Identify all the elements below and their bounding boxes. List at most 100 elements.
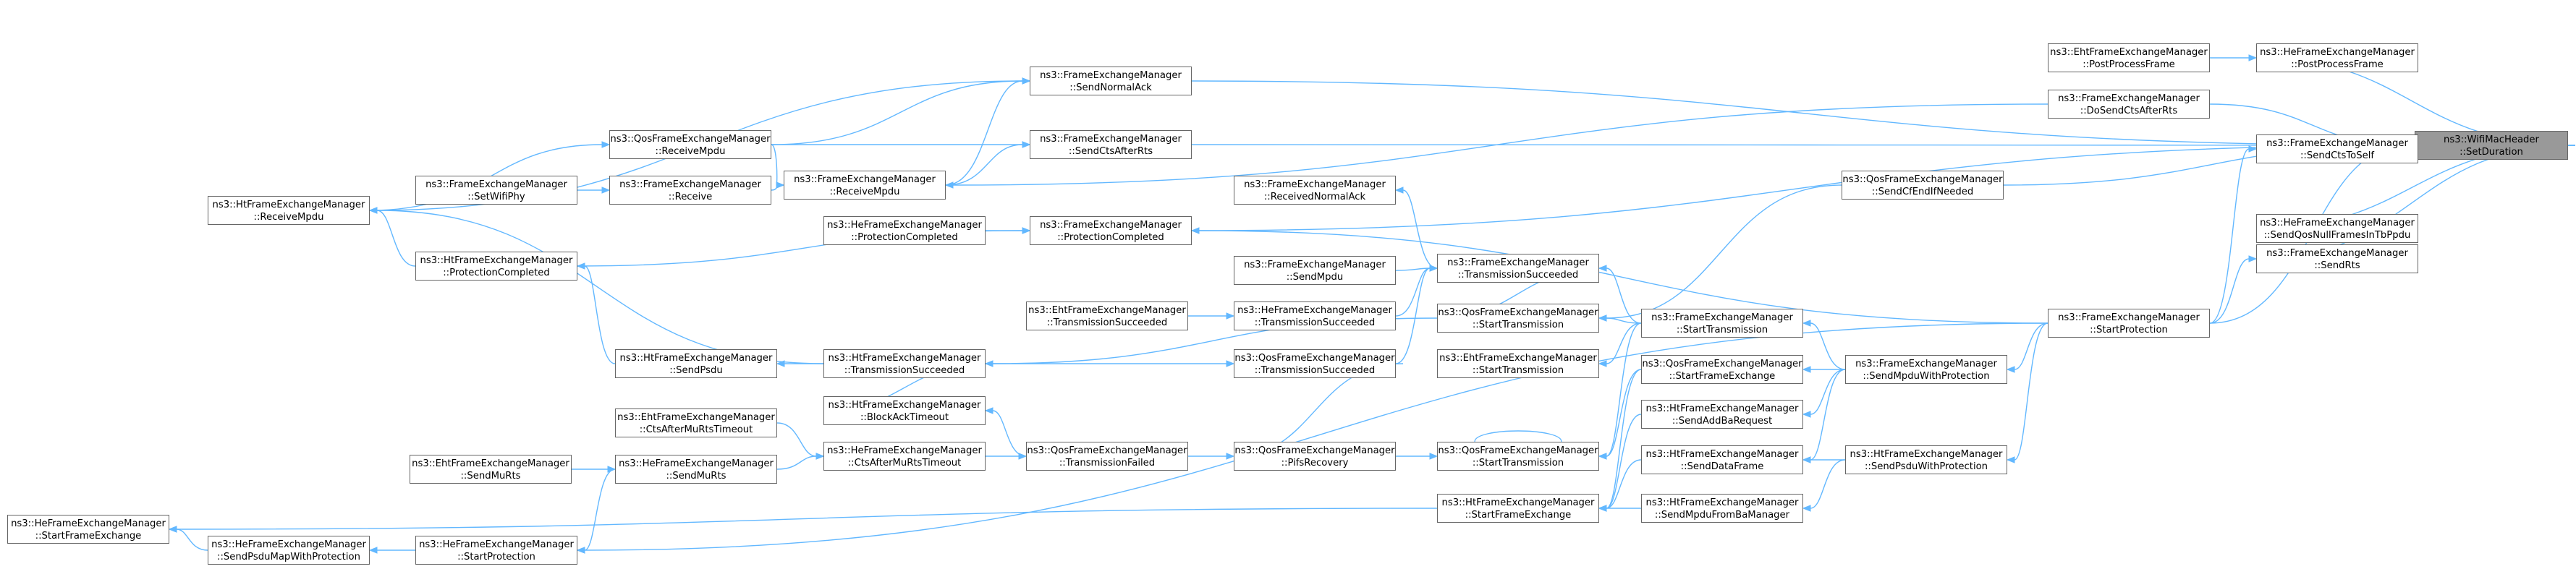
node-label-line2: ::ReceiveMpdu	[829, 187, 900, 197]
graph-node[interactable]: ns3::HeFrameExchangeManager::CtsAfterMuR…	[823, 442, 986, 471]
call-edge	[2014, 322, 2048, 461]
graph-node-root[interactable]: ns3::WifiMacHeader::SetDuration	[2415, 131, 2568, 160]
edge-arrowhead	[1802, 411, 1811, 418]
edge-arrowhead	[2006, 456, 2015, 463]
edge-arrowhead	[1226, 312, 1235, 320]
node-label-line1: ns3::HtFrameExchangeManager	[828, 353, 981, 364]
graph-node[interactable]: ns3::HtFrameExchangeManager::SendDataFra…	[1641, 445, 1803, 474]
edge-arrowhead	[1598, 505, 1607, 512]
node-label-line1: ns3::HtFrameExchangeManager	[1645, 403, 1799, 414]
graph-node[interactable]: ns3::HtFrameExchangeManager::StartFrameE…	[1437, 494, 1599, 523]
node-label-line1: ns3::FrameExchangeManager	[2266, 248, 2408, 259]
call-edge	[376, 210, 824, 364]
graph-node[interactable]: ns3::FrameExchangeManager::DoSendCtsAfte…	[2048, 90, 2210, 119]
graph-node[interactable]: ns3::FrameExchangeManager::SendMpdu	[1234, 256, 1396, 285]
graph-node[interactable]: ns3::HeFrameExchangeManager::SendPsduMap…	[208, 536, 370, 565]
call-edge	[1606, 459, 1642, 509]
graph-node[interactable]: ns3::HeFrameExchangeManager::StartProtec…	[415, 536, 577, 565]
graph-node[interactable]: ns3::HtFrameExchangeManager::SendPsdu	[615, 349, 777, 378]
graph-node[interactable]: ns3::QosFrameExchangeManager::Transmissi…	[1026, 442, 1188, 471]
graph-node[interactable]: ns3::QosFrameExchangeManager::Transmissi…	[1234, 349, 1396, 378]
node-label-line2: ::BlockAckTimeout	[860, 412, 949, 423]
edge-arrowhead	[1022, 141, 1031, 148]
graph-node[interactable]: ns3::HtFrameExchangeManager::SendPsduWit…	[1845, 445, 2007, 474]
graph-node[interactable]: ns3::HtFrameExchangeManager::BlockAckTim…	[823, 396, 986, 425]
graph-node[interactable]: ns3::HeFrameExchangeManager::StartFrameE…	[7, 515, 169, 544]
node-label-line1: ns3::QosFrameExchangeManager	[1234, 445, 1395, 456]
node-label-line1: ns3::FrameExchangeManager	[619, 179, 761, 190]
node-label-line1: ns3::HeFrameExchangeManager	[211, 539, 366, 550]
graph-node[interactable]: ns3::HtFrameExchangeManager::Transmissio…	[823, 349, 986, 378]
graph-node[interactable]: ns3::FrameExchangeManager::StartTransmis…	[1641, 309, 1803, 338]
node-label-line1: ns3::FrameExchangeManager	[2266, 138, 2408, 149]
graph-node[interactable]: ns3::FrameExchangeManager::SendCtsAfterR…	[1030, 130, 1192, 159]
graph-node[interactable]: ns3::HtFrameExchangeManager::SendMpduFro…	[1641, 494, 1803, 523]
node-label-line2: ::ProtectionCompleted	[443, 268, 550, 278]
graph-node[interactable]: ns3::FrameExchangeManager::ProtectionCom…	[1030, 216, 1192, 245]
edge-arrowhead	[601, 187, 611, 194]
call-edge	[1191, 145, 2408, 231]
graph-node[interactable]: ns3::QosFrameExchangeManager::StartTrans…	[1437, 304, 1599, 333]
call-edge	[1198, 230, 2048, 324]
node-label-line2: ::SendRts	[2314, 260, 2360, 271]
graph-node[interactable]: ns3::FrameExchangeManager::StartProtecti…	[2048, 309, 2210, 338]
node-label-line1: ns3::HtFrameExchangeManager	[619, 353, 773, 364]
node-label-line2: ::SendAddBaRequest	[1672, 416, 1773, 427]
call-edge	[1810, 322, 1846, 370]
node-label-line2: ::ReceiveMpdu	[253, 212, 324, 223]
call-edge	[2014, 322, 2048, 370]
graph-node[interactable]: ns3::HeFrameExchangeManager::Transmissio…	[1234, 301, 1396, 330]
call-edge	[2209, 148, 2250, 324]
graph-node[interactable]: ns3::HeFrameExchangeManager::SendMuRts	[615, 455, 777, 484]
edge-arrowhead	[2248, 255, 2258, 262]
node-label-line2: ::SendCfEndIfNeeded	[1871, 187, 1974, 197]
node-label-line1: ns3::FrameExchangeManager	[1447, 257, 1589, 268]
graph-node[interactable]: ns3::FrameExchangeManager::SendNormalAck	[1030, 67, 1192, 95]
node-label-line1: ns3::HtFrameExchangeManager	[1850, 449, 2003, 460]
graph-node[interactable]: ns3::QosFrameExchangeManager::StartFrame…	[1641, 355, 1803, 384]
node-label-line2: ::SendQosNullFramesInTbPpdu	[2263, 230, 2411, 241]
node-label-line1: ns3::WifiMacHeader	[2444, 134, 2539, 145]
edge-arrowhead	[2006, 366, 2015, 373]
graph-node[interactable]: ns3::FrameExchangeManager::Receive	[609, 176, 771, 205]
graph-node[interactable]: ns3::FrameExchangeManager::SendRts	[2256, 244, 2418, 273]
call-edge	[1606, 414, 1642, 509]
graph-node[interactable]: ns3::EhtFrameExchangeManager::Transmissi…	[1026, 301, 1188, 330]
graph-node[interactable]: ns3::FrameExchangeManager::SendMpduWithP…	[1845, 355, 2007, 384]
graph-node[interactable]: ns3::EhtFrameExchangeManager::CtsAfterMu…	[615, 408, 777, 437]
call-edge	[771, 144, 778, 186]
node-label-line1: ns3::FrameExchangeManager	[2058, 93, 2200, 104]
graph-node[interactable]: ns3::EhtFrameExchangeManager::StartTrans…	[1437, 349, 1599, 378]
graph-node[interactable]: ns3::HtFrameExchangeManager::ReceiveMpdu	[208, 196, 370, 225]
graph-node[interactable]: ns3::QosFrameExchangeManager::StartTrans…	[1437, 442, 1599, 471]
graph-node[interactable]: ns3::HtFrameExchangeManager::ProtectionC…	[415, 252, 577, 281]
graph-node[interactable]: ns3::FrameExchangeManager::SetWifiPhy	[415, 176, 577, 205]
node-label-line1: ns3::EhtFrameExchangeManager	[1028, 305, 1186, 316]
graph-node[interactable]: ns3::FrameExchangeManager::SendCtsToSelf	[2256, 134, 2418, 163]
node-label-line2: ::ReceiveMpdu	[655, 146, 726, 157]
node-label-line2: ::TransmissionSucceeded	[1046, 317, 1168, 328]
graph-node[interactable]: ns3::HeFrameExchangeManager::ProtectionC…	[823, 216, 986, 245]
node-label-line1: ns3::EhtFrameExchangeManager	[1439, 353, 1597, 364]
node-label-line1: ns3::FrameExchangeManager	[1244, 179, 1386, 190]
graph-node[interactable]: ns3::QosFrameExchangeManager::SendCfEndI…	[1842, 171, 2004, 200]
graph-node[interactable]: ns3::HeFrameExchangeManager::SendQosNull…	[2256, 214, 2418, 243]
edge-arrowhead	[1802, 320, 1811, 327]
graph-node[interactable]: ns3::QosFrameExchangeManager::PifsRecove…	[1234, 442, 1396, 471]
edge-arrowhead	[1429, 453, 1439, 460]
call-edge	[1810, 459, 1846, 509]
graph-node[interactable]: ns3::QosFrameExchangeManager::ReceiveMpd…	[609, 130, 771, 159]
node-label-line1: ns3::FrameExchangeManager	[2058, 312, 2200, 323]
graph-node[interactable]: ns3::FrameExchangeManager::ReceiveMpdu	[784, 171, 946, 200]
graph-node[interactable]: ns3::FrameExchangeManager::TransmissionS…	[1437, 254, 1599, 283]
node-label-line2: ::SendCtsToSelf	[2300, 150, 2375, 161]
graph-node[interactable]: ns3::FrameExchangeManager::ReceivedNorma…	[1234, 176, 1396, 205]
node-label-line1: ns3::HtFrameExchangeManager	[420, 255, 573, 266]
node-label-line2: ::SendMuRts	[666, 471, 726, 482]
edge-arrowhead	[2248, 145, 2258, 153]
graph-node[interactable]: ns3::EhtFrameExchangeManager::SendMuRts	[410, 455, 572, 484]
graph-node[interactable]: ns3::EhtFrameExchangeManager::PostProces…	[2048, 43, 2210, 72]
graph-node[interactable]: ns3::HeFrameExchangeManager::PostProcess…	[2256, 43, 2418, 72]
graph-node[interactable]: ns3::HtFrameExchangeManager::SendAddBaRe…	[1641, 400, 1803, 429]
call-edge	[1810, 369, 1846, 461]
